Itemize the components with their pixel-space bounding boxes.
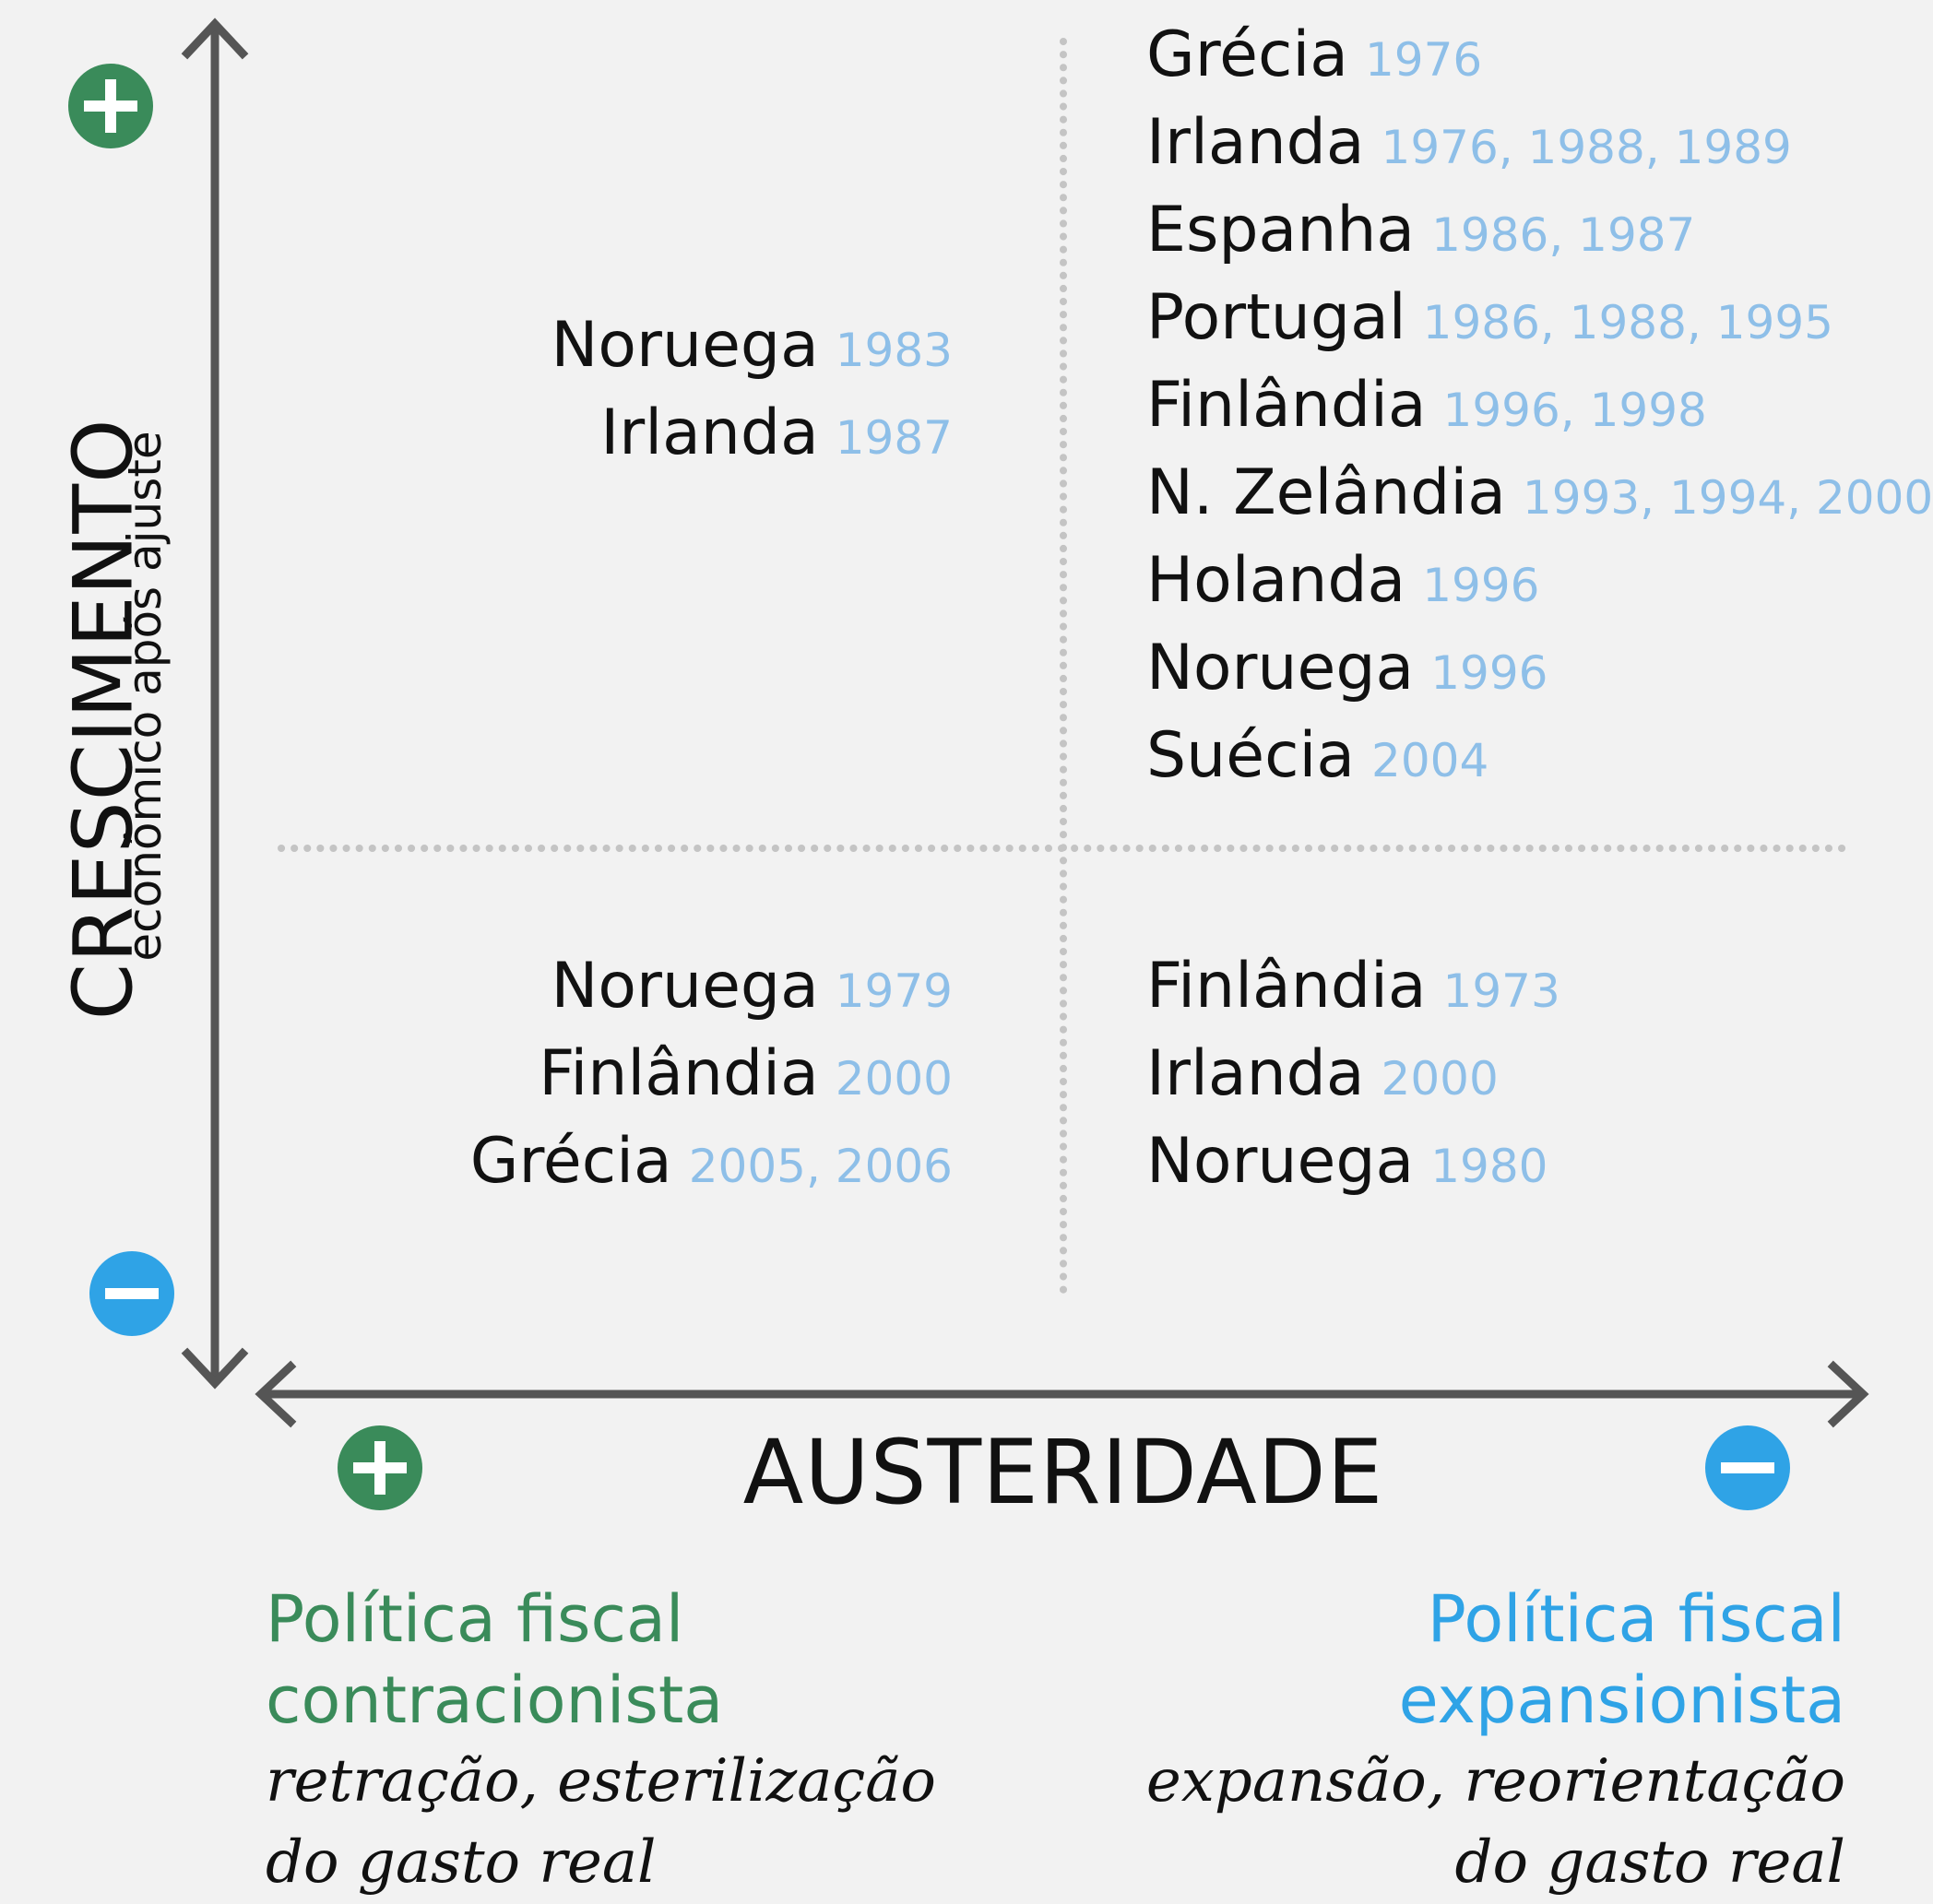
policy-title-line: Política fiscal <box>1427 1581 1845 1657</box>
country-name: Finlândia <box>1146 369 1427 442</box>
y-axis-top-plus-icon <box>68 64 153 148</box>
policy-title-line: contracionista <box>266 1662 724 1738</box>
y-axis-bottom-minus-icon <box>89 1251 174 1336</box>
country-name: Finlândia <box>1146 950 1427 1023</box>
country-name: Noruega <box>1146 1125 1415 1198</box>
list-item: Espanha 1986, 1987 <box>1146 189 1933 277</box>
years-label: 2005, 2006 <box>688 1140 953 1193</box>
list-item: N. Zelândia 1993, 1994, 2000 <box>1146 452 1933 539</box>
list-item: Grécia 2005, 2006 <box>470 1120 953 1208</box>
policy-description-line: do gasto real <box>1454 1828 1846 1897</box>
country-name: N. Zelândia <box>1146 456 1506 529</box>
list-item: Suécia 2004 <box>1146 715 1933 802</box>
list-item: Noruega 1983 <box>551 304 953 392</box>
years-label: 1996 <box>1422 559 1540 612</box>
years-label: 2000 <box>1381 1052 1499 1106</box>
years-label: 1980 <box>1430 1140 1548 1193</box>
list-item: Irlanda 2000 <box>1146 1033 1560 1120</box>
policy-title-line: Política fiscal <box>266 1581 684 1657</box>
policy-description-line: expansão, reorientação <box>1145 1747 1845 1815</box>
years-label: 1976, 1988, 1989 <box>1381 121 1792 174</box>
list-item: Finlândia 2000 <box>470 1033 953 1120</box>
list-item: Irlanda 1987 <box>551 392 953 479</box>
country-name: Irlanda <box>1146 1037 1365 1110</box>
country-name: Grécia <box>1146 18 1348 91</box>
country-name: Portugal <box>1146 281 1406 354</box>
list-item: Noruega 1979 <box>470 945 953 1033</box>
years-label: 1996 <box>1430 646 1548 700</box>
x-axis-left-plus-icon <box>338 1425 422 1510</box>
country-name: Suécia <box>1146 719 1356 792</box>
years-label: 1973 <box>1442 964 1560 1018</box>
quadrant-top-left: Noruega 1983 Irlanda 1987 <box>551 304 953 479</box>
years-label: 1979 <box>835 964 953 1018</box>
country-name: Irlanda <box>600 396 819 469</box>
list-item: Grécia 1976 <box>1146 14 1933 101</box>
policy-description-line: retração, esterilização <box>266 1747 936 1815</box>
years-label: 1986, 1987 <box>1431 208 1696 262</box>
y-axis-subtitle: econômico após ajuste <box>118 431 172 962</box>
axes-graphic <box>68 18 1869 1510</box>
years-label: 1976 <box>1364 33 1483 87</box>
policy-contractionary: Política fiscal contracionista retração,… <box>266 1579 1003 1903</box>
country-name: Noruega <box>551 950 819 1023</box>
list-item: Finlândia 1973 <box>1146 945 1560 1033</box>
quadrant-bottom-left: Noruega 1979 Finlândia 2000 Grécia 2005, 20… <box>470 945 953 1208</box>
quadrant-top-right: Grécia 1976 Irlanda 1976, 1988, 1989 Espan… <box>1146 14 1933 802</box>
country-name: Finlândia <box>539 1037 819 1110</box>
policy-title-line: expansionista <box>1398 1662 1845 1738</box>
quadrant-bottom-right: Finlândia 1973 Irlanda 2000 Noruega 1980 <box>1146 945 1560 1208</box>
years-label: 1987 <box>835 411 953 465</box>
years-label: 2000 <box>835 1052 953 1106</box>
x-axis-title: AUSTERIDADE <box>742 1421 1384 1524</box>
years-label: 1983 <box>835 324 953 377</box>
list-item: Irlanda 1976, 1988, 1989 <box>1146 101 1933 189</box>
country-name: Noruega <box>1146 632 1415 704</box>
country-name: Holanda <box>1146 544 1406 617</box>
years-label: 1986, 1988, 1995 <box>1422 296 1833 349</box>
country-name: Noruega <box>551 309 819 382</box>
list-item: Noruega 1980 <box>1146 1120 1560 1208</box>
list-item: Portugal 1986, 1988, 1995 <box>1146 277 1933 364</box>
country-name: Irlanda <box>1146 106 1365 179</box>
list-item: Finlândia 1996, 1998 <box>1146 364 1933 452</box>
years-label: 1993, 1994, 2000 <box>1522 471 1933 525</box>
country-name: Espanha <box>1146 194 1416 266</box>
country-name: Grécia <box>469 1125 672 1198</box>
x-axis-right-minus-icon <box>1705 1425 1790 1510</box>
list-item: Holanda 1996 <box>1146 539 1933 627</box>
policy-description-line: do gasto real <box>266 1828 657 1897</box>
list-item: Noruega 1996 <box>1146 627 1933 715</box>
y-axis-arrow <box>181 18 249 1390</box>
x-axis-arrow <box>255 1360 1869 1428</box>
years-label: 1996, 1998 <box>1442 384 1707 437</box>
years-label: 2004 <box>1371 734 1489 787</box>
policy-expansionary: Política fiscal expansionista expansão, … <box>1108 1579 1845 1903</box>
